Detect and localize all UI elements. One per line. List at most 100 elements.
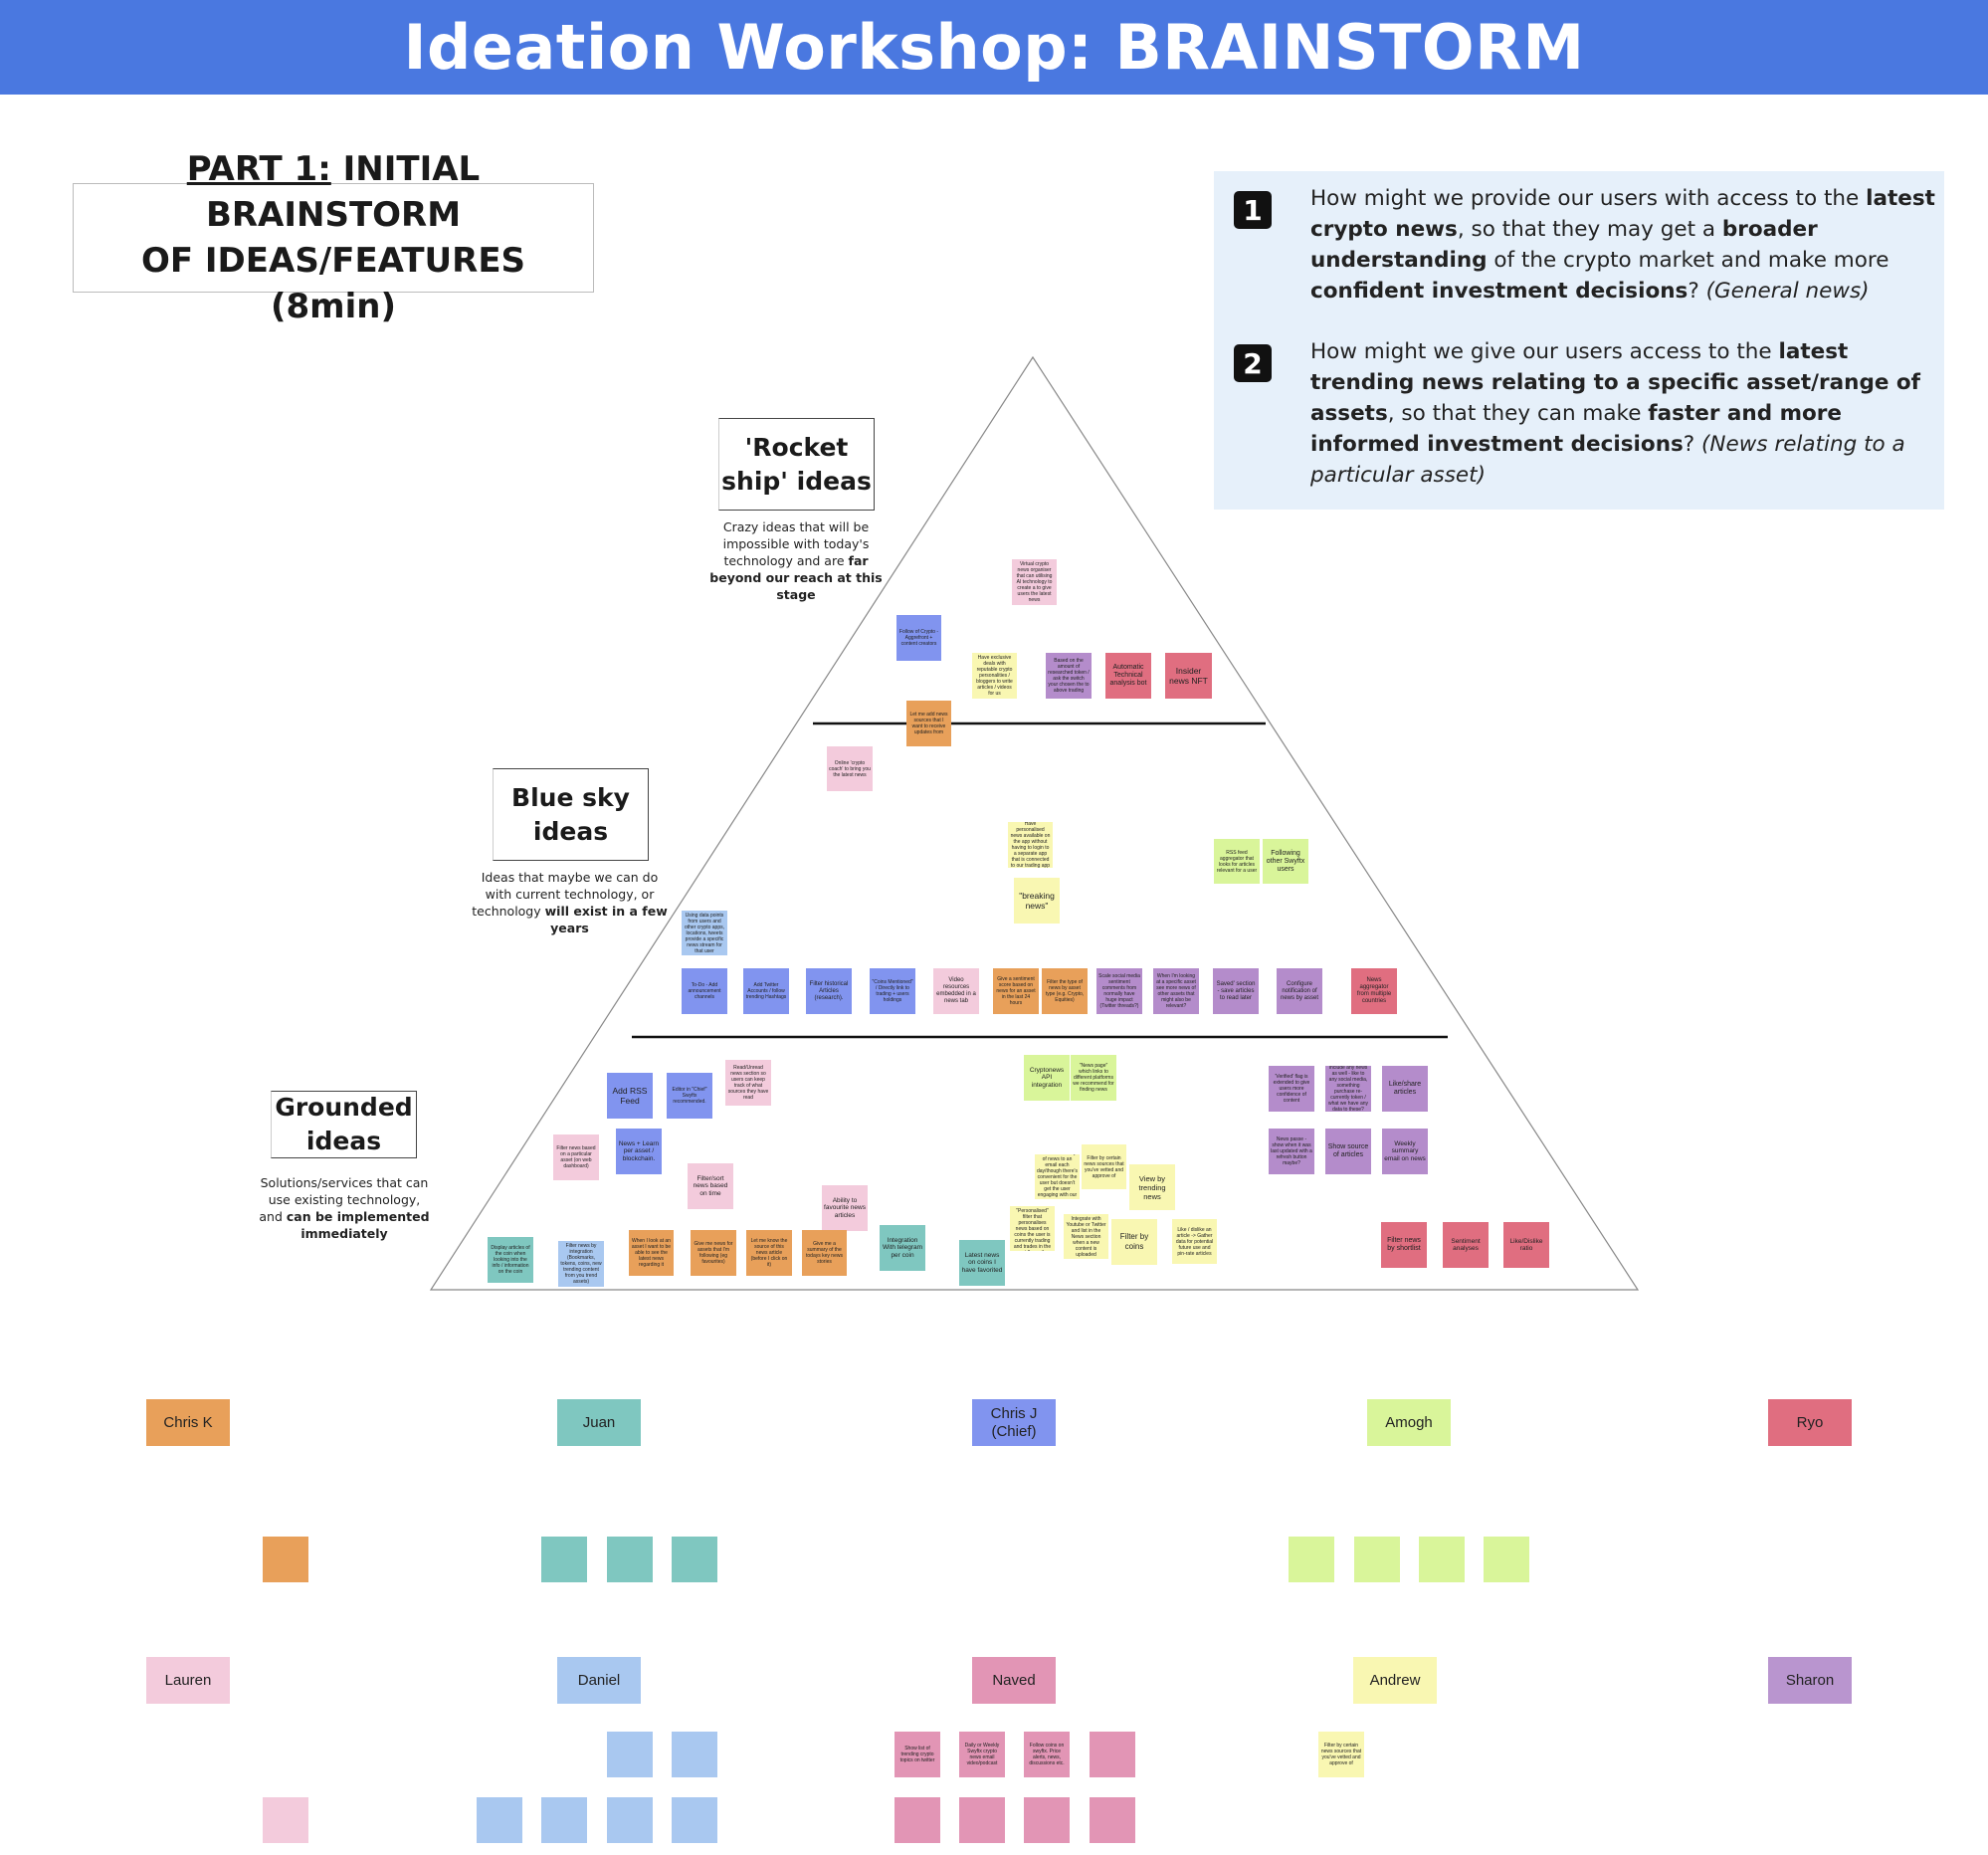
- title-banner: Ideation Workshop: BRAINSTORM: [0, 0, 1988, 95]
- sticky-note[interactable]: Include any news as well - like to any s…: [1325, 1066, 1371, 1112]
- sticky-note[interactable]: When I look at an asset I want to be abl…: [629, 1230, 674, 1276]
- sticky-note[interactable]: News aggregator from multiple countries: [1351, 968, 1397, 1014]
- sticky-note[interactable]: Like/share articles: [1382, 1066, 1428, 1112]
- rocket-tier-description: Crazy ideas that will be impossible with…: [696, 518, 895, 603]
- sticky-note[interactable]: Filter by coins: [1111, 1219, 1157, 1265]
- sticky-note[interactable]: Have exclusive deals with reputable cryp…: [972, 653, 1017, 699]
- blank-sticky-note[interactable]: [263, 1537, 308, 1582]
- sticky-note[interactable]: Give a sentiment score based on news for…: [993, 968, 1039, 1014]
- blank-sticky-note[interactable]: [1090, 1797, 1135, 1843]
- sticky-note[interactable]: Sentiment analyses: [1443, 1222, 1489, 1268]
- question-number-badge-2: 2: [1234, 344, 1272, 382]
- blank-sticky-note[interactable]: [959, 1797, 1005, 1843]
- sticky-note[interactable]: Scale social media sentiment comments fr…: [1096, 968, 1142, 1014]
- sticky-note[interactable]: "News page" which links to different pla…: [1071, 1055, 1116, 1101]
- sticky-note[interactable]: Latest news on coins I have favorited: [959, 1240, 1005, 1286]
- sticky-note[interactable]: When I'm looking at a specific asset see…: [1153, 968, 1199, 1014]
- blank-sticky-note[interactable]: [1289, 1537, 1334, 1582]
- participant-label: Amogh: [1367, 1399, 1451, 1446]
- sticky-note[interactable]: Let me know the source of this news arti…: [746, 1230, 792, 1276]
- sticky-note[interactable]: News + Learn per asset / blockchain.: [616, 1129, 662, 1174]
- blank-sticky-note[interactable]: [541, 1797, 587, 1843]
- participant-label: Chris K: [146, 1399, 230, 1446]
- sticky-note[interactable]: Using data points from users and other c…: [682, 911, 727, 955]
- sticky-note[interactable]: Cryptonews API integration: [1024, 1055, 1070, 1101]
- question-1: How might we provide our users with acce…: [1310, 183, 1937, 307]
- part-heading-line1: PART 1: INITIAL BRAINSTORM: [74, 146, 593, 238]
- sticky-note[interactable]: Weekly summary email on news: [1382, 1129, 1428, 1174]
- sticky-note[interactable]: Show list of trending crypto topics on t…: [895, 1732, 940, 1777]
- blank-sticky-note[interactable]: [607, 1797, 653, 1843]
- emphasis-text: faster and more informed investment deci…: [1310, 401, 1842, 457]
- sticky-note[interactable]: Have a "Personalised" filter that person…: [1010, 1206, 1055, 1251]
- blank-sticky-note[interactable]: [263, 1797, 308, 1843]
- sticky-note[interactable]: Following other Swyftx users: [1263, 839, 1308, 884]
- sticky-note[interactable]: RSS feed aggregator that looks for artic…: [1214, 839, 1260, 884]
- blank-sticky-note[interactable]: [1484, 1537, 1529, 1582]
- sticky-note[interactable]: Integrate with Youtube or Twitter and li…: [1064, 1214, 1108, 1259]
- sticky-note[interactable]: Filter/sort news based on time: [688, 1163, 733, 1209]
- emphasis-text: latest crypto news: [1310, 186, 1935, 242]
- rocket-tier-title: 'Rocket ship' ideas: [718, 418, 875, 511]
- sticky-note[interactable]: Filter news by integration (Bookmarks, t…: [558, 1241, 604, 1287]
- sticky-note[interactable]: Give me news for assets that I'm followi…: [691, 1230, 736, 1276]
- sticky-note[interactable]: Saved' section - save articles to read l…: [1213, 968, 1259, 1014]
- sticky-note[interactable]: "Coins Mentioned" / Directly link to tra…: [870, 968, 915, 1014]
- sticky-note[interactable]: "breaking news": [1014, 878, 1060, 924]
- sticky-note[interactable]: Editor in "Chief" Swyftx recommended.: [667, 1073, 712, 1119]
- blank-sticky-note[interactable]: [1354, 1537, 1400, 1582]
- sticky-note[interactable]: Follow coins on swyftx. Price alerts, ne…: [1024, 1732, 1070, 1777]
- sticky-note[interactable]: Video resources embedded in a news tab: [933, 968, 979, 1014]
- bluesky-desc-text: Ideas that maybe we can do with current …: [472, 870, 659, 919]
- sticky-note[interactable]: Configure notification of news by asset: [1277, 968, 1322, 1014]
- blank-sticky-note[interactable]: [607, 1537, 653, 1582]
- question-text: , so that they can make: [1387, 401, 1649, 426]
- blank-sticky-note[interactable]: [672, 1537, 717, 1582]
- sticky-note[interactable]: Filter historical Articles (research).: [806, 968, 852, 1014]
- sticky-note[interactable]: Ability to favourite news articles: [822, 1185, 868, 1231]
- question-text: How might we provide our users with acce…: [1310, 186, 1867, 211]
- sticky-note[interactable]: Filter the type of news by asset type (e…: [1042, 968, 1088, 1014]
- grounded-tier-description: Solutions/services that can use existing…: [257, 1174, 432, 1242]
- sticky-note[interactable]: Virtual crypto news organiser that can u…: [1012, 559, 1057, 605]
- sticky-note[interactable]: Automatic Technical analysis bot: [1105, 653, 1151, 699]
- sticky-note[interactable]: Based on the amount of researched token …: [1046, 653, 1092, 699]
- sticky-note[interactable]: Display articles of the coin when lookin…: [488, 1237, 533, 1283]
- sticky-note[interactable]: Integration With telegram per coin: [880, 1225, 925, 1271]
- sticky-note[interactable]: Like / dislike an article -> Gather data…: [1172, 1219, 1217, 1264]
- blank-sticky-note[interactable]: [672, 1797, 717, 1843]
- sticky-note[interactable]: News passe - show when it was last updat…: [1269, 1129, 1314, 1174]
- sticky-note[interactable]: To-Do - Add announcement channels: [682, 968, 727, 1014]
- blank-sticky-note[interactable]: [1024, 1797, 1070, 1843]
- sticky-note[interactable]: Like/Dislike ratio: [1503, 1222, 1549, 1268]
- sticky-note[interactable]: Read/Unread news section so users can ke…: [725, 1060, 771, 1106]
- blank-sticky-note[interactable]: [477, 1797, 522, 1843]
- sticky-note[interactable]: Add RSS Feed: [607, 1073, 653, 1119]
- question-text: , so that they may get a: [1457, 217, 1722, 242]
- question-text: ?: [1688, 279, 1706, 304]
- sticky-note[interactable]: Insider news NFT: [1165, 653, 1212, 699]
- blank-sticky-note[interactable]: [672, 1732, 717, 1777]
- blank-sticky-note[interactable]: [607, 1732, 653, 1777]
- sticky-note[interactable]: Have personalised news available on the …: [1008, 822, 1053, 868]
- sticky-note[interactable]: Send a summary of news to an email each …: [1035, 1154, 1080, 1199]
- sticky-note[interactable]: Filter by certain news sources that you'…: [1082, 1144, 1126, 1189]
- blank-sticky-note[interactable]: [541, 1537, 587, 1582]
- sticky-note[interactable]: Give me a summary of the todays key news…: [802, 1230, 847, 1276]
- part-title-rest: INITIAL BRAINSTORM: [205, 149, 481, 235]
- sticky-note[interactable]: Let me add news sources that I want to r…: [906, 701, 951, 746]
- sticky-note[interactable]: View by trending news: [1129, 1164, 1175, 1210]
- sticky-note[interactable]: 'Verified' flag is extended to give user…: [1269, 1066, 1314, 1112]
- sticky-note[interactable]: Daily or Weekly Swyftx crypto news email…: [959, 1732, 1005, 1777]
- blank-sticky-note[interactable]: [1090, 1732, 1135, 1777]
- sticky-note[interactable]: Follow of Crypto - Aggrefront + content …: [896, 615, 941, 661]
- sticky-note[interactable]: Online 'crypto coach' to bring you the l…: [827, 746, 873, 791]
- blank-sticky-note[interactable]: [895, 1797, 940, 1843]
- sticky-note[interactable]: Filter by certain news sources that you'…: [1318, 1732, 1364, 1777]
- blank-sticky-note[interactable]: [1419, 1537, 1465, 1582]
- sticky-note[interactable]: Filter news based on a particular asset …: [553, 1134, 599, 1180]
- sticky-note[interactable]: Show source of articles: [1325, 1129, 1371, 1174]
- sticky-note[interactable]: Filter news by shortlist: [1381, 1222, 1427, 1268]
- sticky-note[interactable]: Add Twitter Accounts / follow trending H…: [743, 968, 789, 1014]
